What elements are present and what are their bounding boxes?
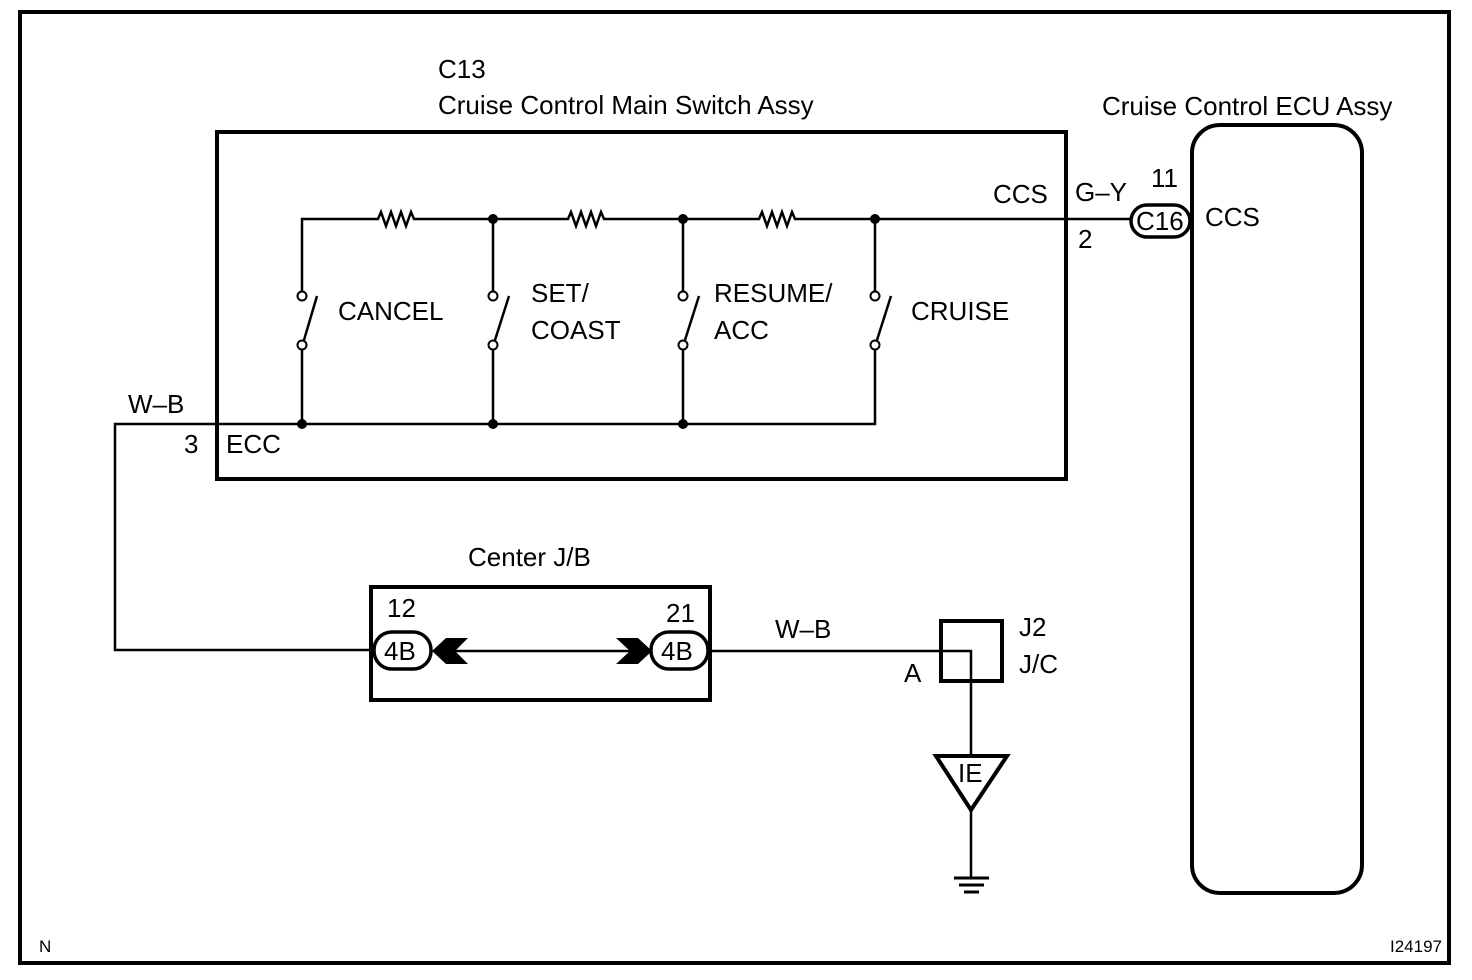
male-connector-icon	[616, 638, 652, 664]
switch-contact-icon	[296, 339, 308, 351]
connector-c16	[1129, 203, 1192, 239]
ecu-pin-number: 11	[1151, 163, 1178, 193]
junction-dot	[488, 214, 498, 224]
ground-point-label: IE	[958, 758, 983, 788]
female-connector-icon	[432, 638, 468, 664]
jc-box	[939, 619, 1004, 683]
ccs-terminal-label: CCS	[993, 179, 1048, 209]
switch-label-line2: ACC	[714, 315, 769, 345]
jb-title: Center J/B	[468, 542, 591, 572]
switch-blade-icon	[493, 295, 511, 341]
junction-dot	[297, 419, 307, 429]
outer-frame	[18, 10, 1451, 965]
junction-dot	[678, 419, 688, 429]
center-junction-block: Center J/B 4B 12 4B 21	[369, 542, 712, 702]
wire-color-ecc: W–B	[128, 389, 184, 419]
top-rail	[300, 208, 1133, 296]
switch-contact-icon	[869, 339, 881, 351]
wire-color-ccs: G–Y	[1075, 177, 1127, 207]
main-switch-title: Cruise Control Main Switch Assy	[438, 90, 814, 120]
junction-dot	[488, 419, 498, 429]
junction-dot	[678, 214, 688, 224]
jb-left-pin: 12	[387, 593, 416, 623]
ecu-box	[1190, 123, 1364, 895]
ccs-pin-number: 2	[1078, 224, 1092, 254]
jb-right-pin: 21	[666, 598, 695, 628]
ground-point: IE	[932, 754, 1011, 894]
cruise-control-ecu: Cruise Control ECU Assy C16 11 CCS	[1102, 91, 1392, 895]
jc-type: J/C	[1019, 649, 1058, 679]
connector-4b-right	[649, 630, 710, 671]
switch-blade-icon	[683, 295, 701, 341]
switch-cancel: CANCEL	[296, 290, 443, 351]
ecu-title: Cruise Control ECU Assy	[1102, 91, 1392, 121]
connector-4b-left	[372, 630, 433, 671]
switch-blade-icon	[875, 295, 893, 341]
ecu-connector-label: C16	[1136, 206, 1184, 236]
switch-set-coast: SET/ COAST	[487, 278, 621, 351]
figure-id: I24197	[1390, 937, 1442, 956]
bottom-rail	[113, 350, 877, 652]
junction-connector-j2: J2 J/C A	[710, 612, 1058, 756]
jc-name: J2	[1019, 612, 1046, 642]
switch-resume-acc: RESUME/ ACC	[677, 278, 833, 351]
switch-contact-icon	[487, 290, 499, 302]
switch-label-line2: COAST	[531, 315, 621, 345]
jb-box	[369, 585, 712, 702]
jb-left-connector-label: 4B	[384, 636, 416, 666]
switch-contact-icon	[869, 290, 881, 302]
switch-label: RESUME/	[714, 278, 833, 308]
switch-contact-icon	[487, 339, 499, 351]
switch-contact-icon	[677, 290, 689, 302]
ecu-terminal-label: CCS	[1205, 202, 1260, 232]
jc-terminal: A	[904, 658, 922, 688]
corner-mark: N	[39, 937, 51, 956]
switch-blade-icon	[302, 295, 319, 341]
switch-contact-icon	[296, 290, 308, 302]
switch-label: CRUISE	[911, 296, 1009, 326]
switch-contact-icon	[677, 339, 689, 351]
switch-cruise: CRUISE	[869, 290, 1009, 351]
main-switch-box	[215, 130, 1068, 481]
ecc-terminal-label: ECC	[226, 429, 281, 459]
main-switch-connector-label: C13	[438, 54, 486, 84]
switch-label: SET/	[531, 278, 590, 308]
wire-color-jb-jc: W–B	[775, 614, 831, 644]
junction-dot	[870, 214, 880, 224]
jb-right-connector-label: 4B	[661, 636, 693, 666]
ground-point-triangle-icon	[932, 754, 1011, 814]
ecc-pin-number: 3	[184, 429, 198, 459]
ground-symbol-icon	[954, 876, 989, 894]
main-switch-assy: C13 Cruise Control Main Switch Assy CANC…	[113, 54, 1133, 652]
switch-label: CANCEL	[338, 296, 443, 326]
wire-to-ground	[710, 649, 973, 756]
